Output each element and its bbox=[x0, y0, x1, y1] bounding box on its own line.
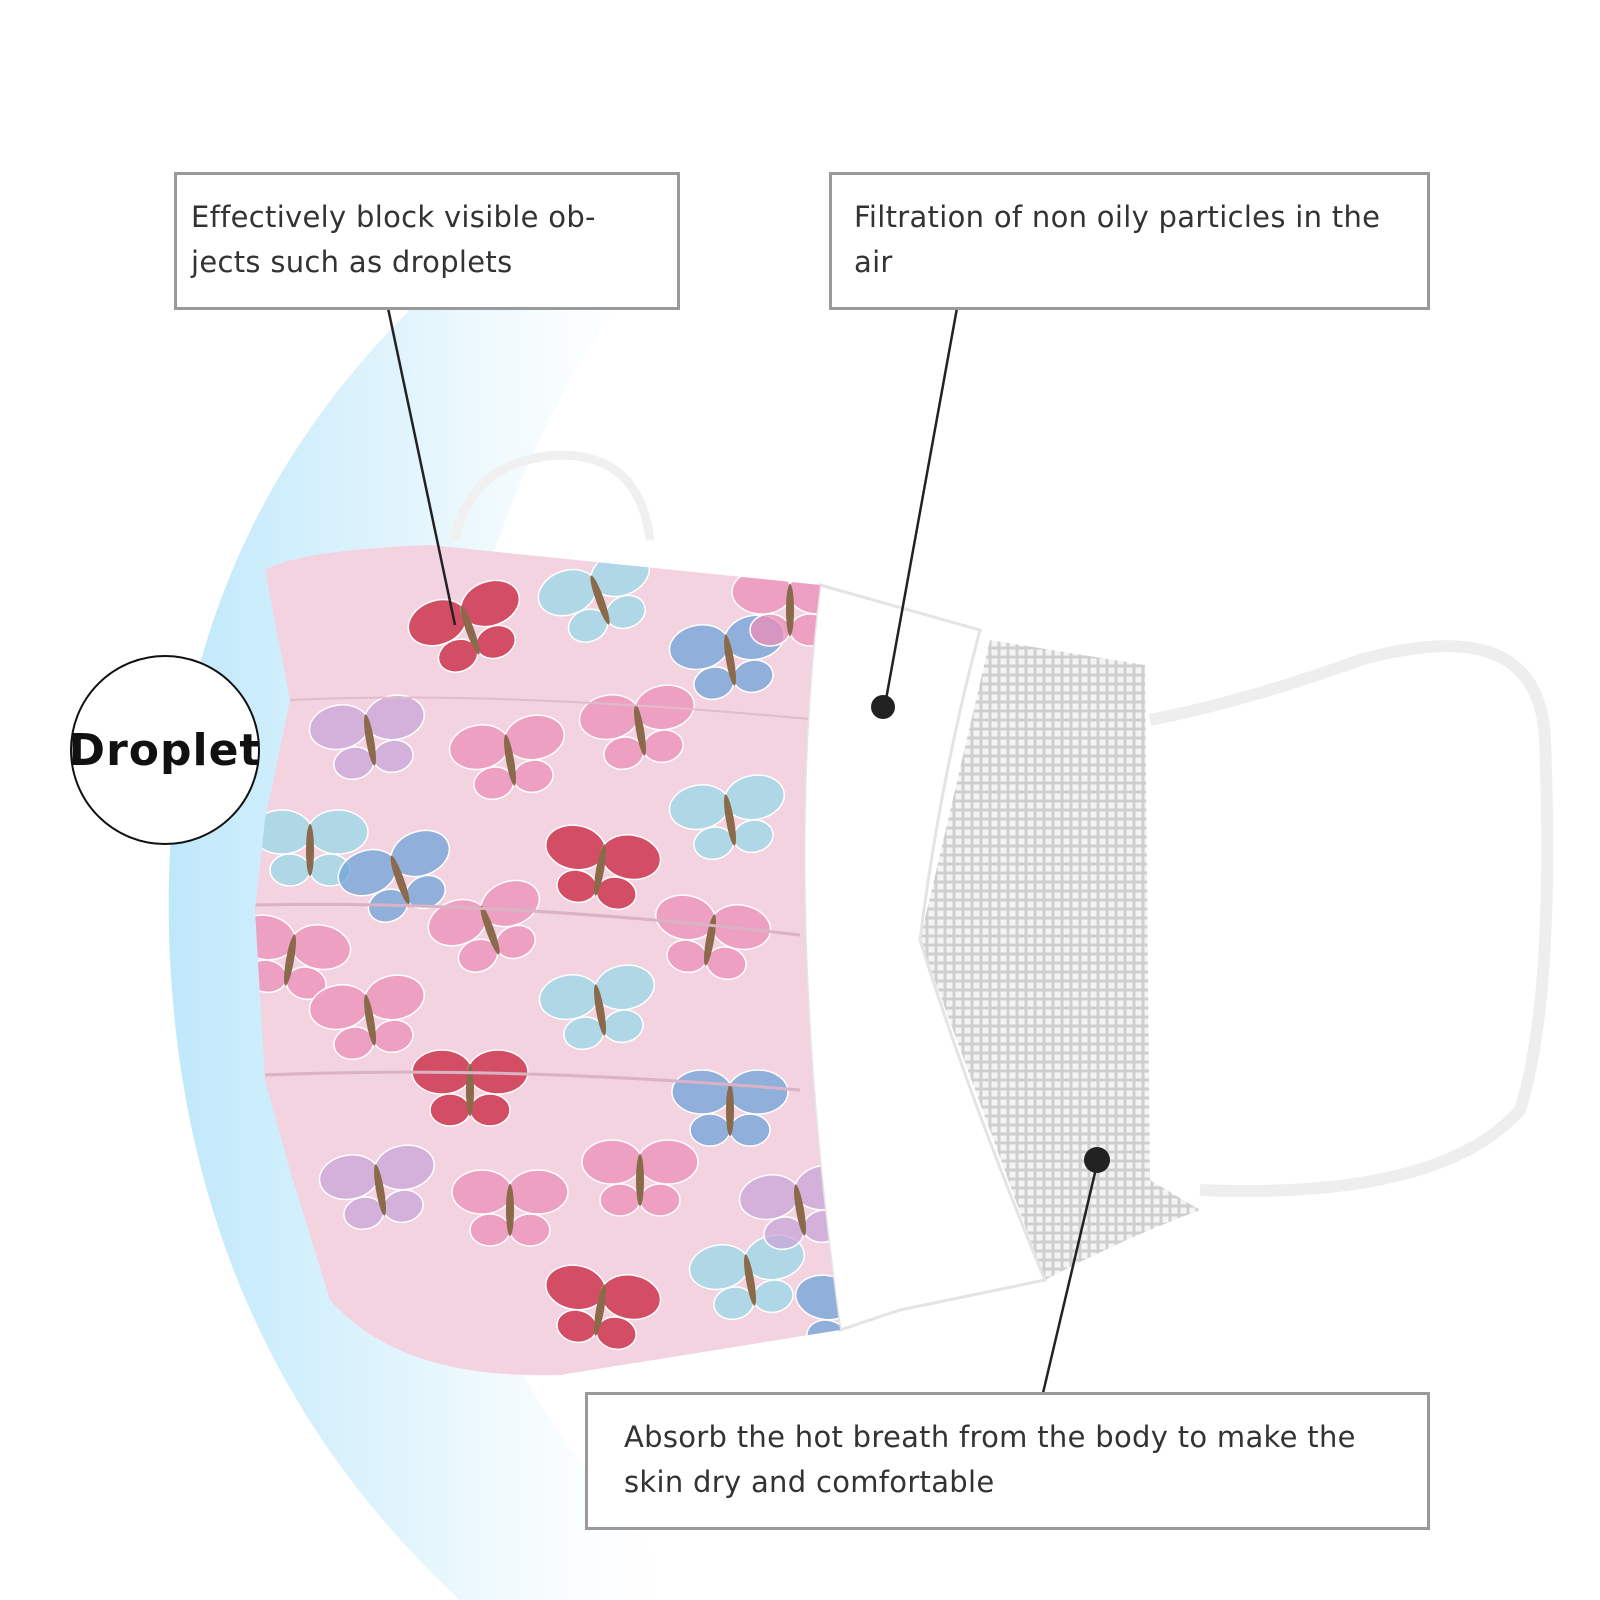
mask-edge-band bbox=[802, 583, 1048, 1332]
butterfly-icon bbox=[448, 714, 565, 801]
butterfly-icon bbox=[407, 579, 521, 673]
butterfly-icon bbox=[308, 974, 425, 1061]
ear-loop-right bbox=[1148, 640, 1554, 1197]
butterfly-icon bbox=[337, 829, 451, 923]
butterfly-icon bbox=[545, 1264, 662, 1351]
butterfly-icon bbox=[538, 964, 655, 1051]
ear-loop-top bbox=[450, 450, 655, 541]
inner-mesh-layer bbox=[920, 640, 1200, 1280]
butterfly-icon bbox=[411, 1049, 529, 1127]
butterfly-icon bbox=[318, 1144, 435, 1231]
butterfly-icon bbox=[308, 694, 425, 781]
butterfly-icon bbox=[578, 684, 695, 771]
callout-filtration: Filtration of non oily particles in the … bbox=[829, 172, 1430, 310]
butterfly-icon bbox=[655, 894, 772, 981]
callout-block-droplets: Effectively block visible ob-jects such … bbox=[174, 172, 680, 310]
butterfly-icon bbox=[738, 1164, 840, 1251]
marker-dot-filtration bbox=[871, 695, 895, 719]
leader-line-filtration bbox=[883, 307, 959, 706]
butterfly-icon bbox=[427, 879, 541, 973]
leader-line-absorb bbox=[1041, 1159, 1100, 1394]
butterfly-icon bbox=[255, 809, 369, 887]
callout-absorb: Absorb the hot breath from the body to m… bbox=[585, 1392, 1430, 1530]
droplet-badge: Droplet bbox=[69, 655, 260, 845]
butterfly-icon bbox=[545, 824, 662, 911]
leader-line-block bbox=[386, 307, 457, 626]
butterfly-icon bbox=[668, 774, 785, 861]
marker-dot-absorb bbox=[1084, 1147, 1110, 1173]
butterfly-icon bbox=[451, 1169, 569, 1247]
butterfly-icon bbox=[581, 1139, 699, 1217]
